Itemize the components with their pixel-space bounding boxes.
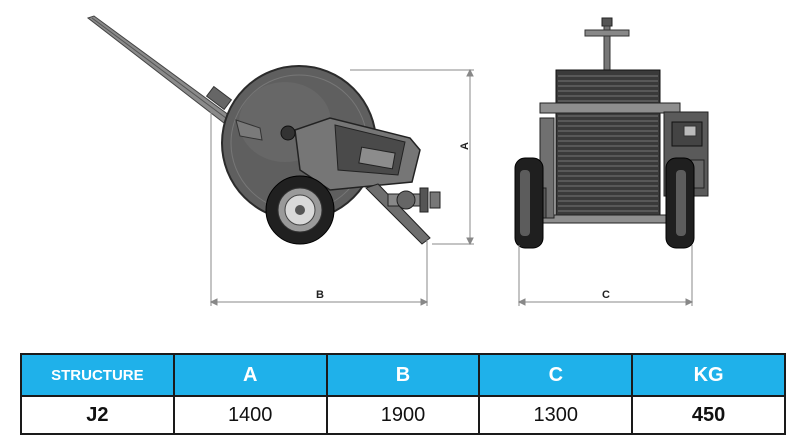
dimension-b-label: B [316,289,324,301]
dimension-a [350,68,474,246]
header-structure: STRUCTURE [20,353,175,397]
specification-table: STRUCTURE A B C KG J2 1400 1900 1300 450 [20,353,786,435]
header-a: A [172,353,328,397]
side-view: A B [86,15,474,306]
rear-view: C [514,17,709,306]
dimension-c-label: C [602,289,610,301]
cell-b: 1900 [325,395,481,435]
frame-crossbar [539,102,681,114]
wheel [265,175,335,245]
dimension-c [517,245,694,306]
dimension-a-label: A [459,142,471,150]
cell-c: 1300 [478,395,634,435]
header-kg: KG [631,353,786,397]
left-wheel [514,157,544,249]
dimension-b [209,108,429,306]
reel-coils [555,69,661,221]
hose-fitting [387,187,441,213]
cell-structure: J2 [20,395,175,435]
table-header-row: STRUCTURE A B C KG [20,353,786,397]
header-b: B [325,353,481,397]
table-row: J2 1400 1900 1300 450 [20,395,786,435]
cell-a: 1400 [172,395,328,435]
header-c: C [478,353,634,397]
support-leg [365,183,431,245]
cell-kg: 450 [631,395,786,435]
hose-reel-technical-drawing: A B [86,15,709,306]
right-wheel [665,157,695,249]
